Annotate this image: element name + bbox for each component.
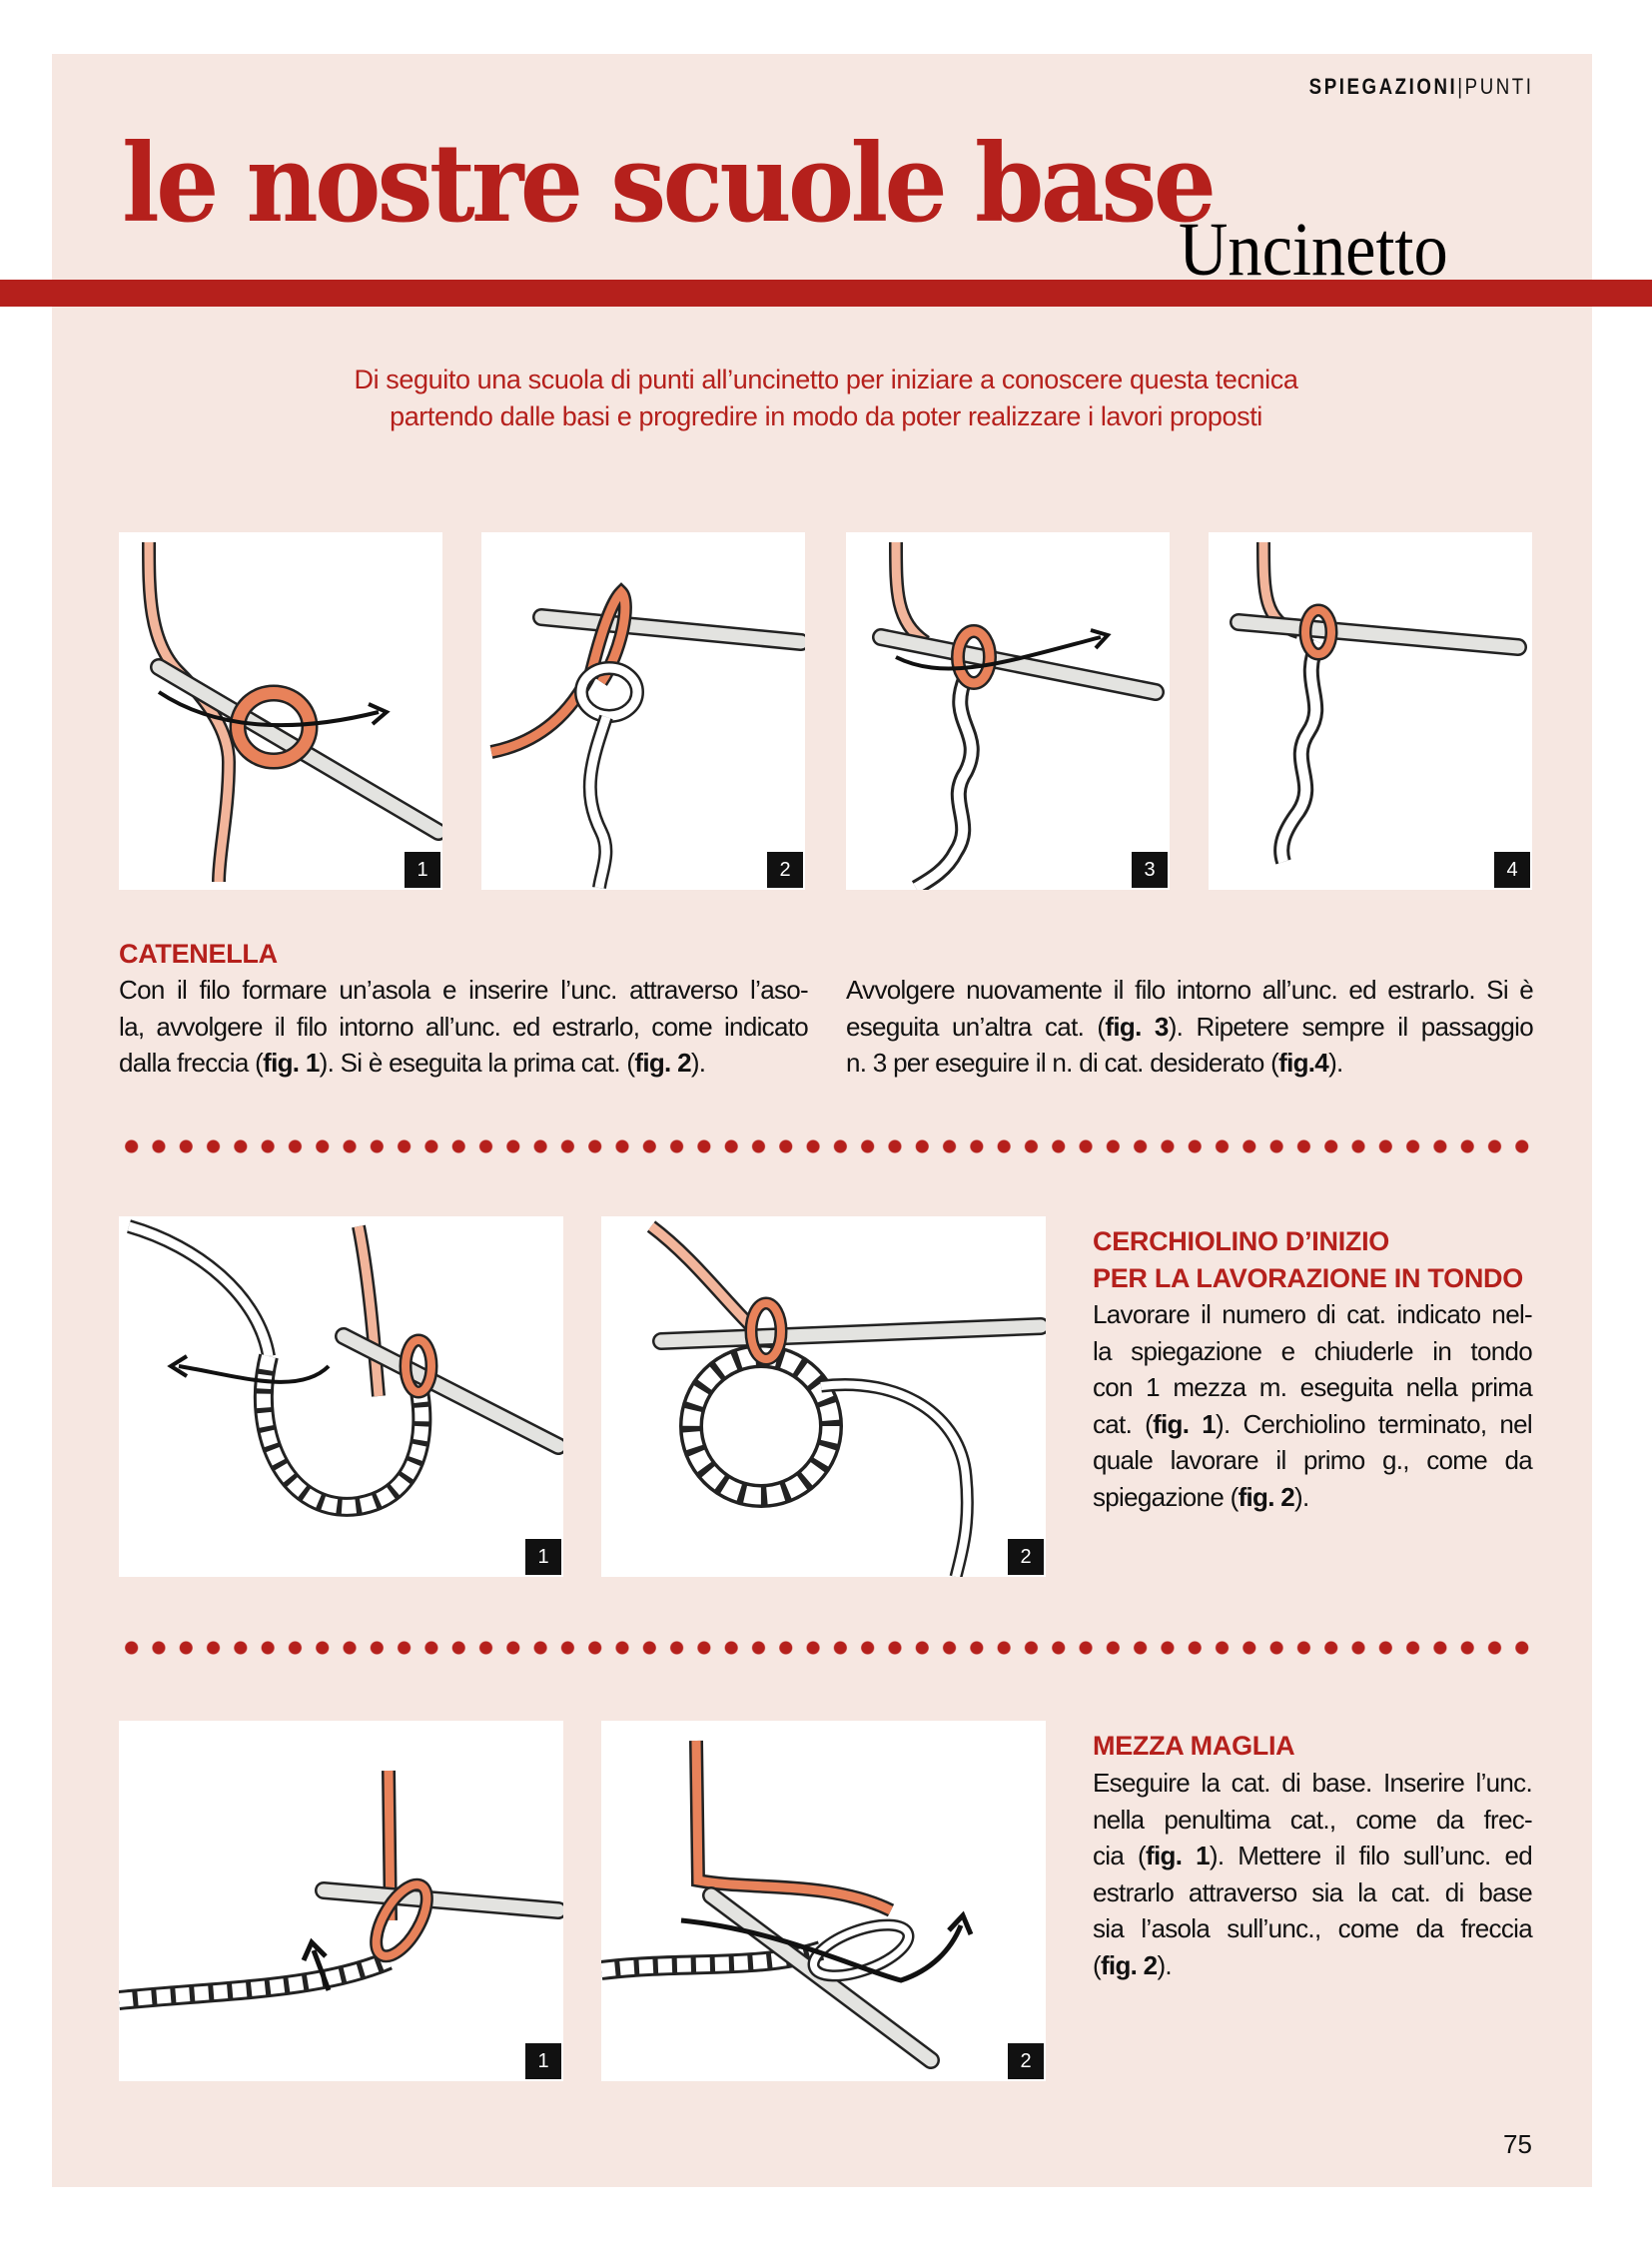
cerchiolino-text: Lavorare il numero di cat. indicato nel-… (1093, 1296, 1533, 1516)
figure-reference: fig. 1 (263, 1048, 320, 1078)
catenella-text-col1: Con il filo formare un’asola e inserire … (119, 972, 809, 1082)
figure-reference: fig. 2 (1100, 1949, 1158, 1980)
figure-number-badge: 2 (767, 852, 803, 888)
text-line: nella penultima cat., come da frec- (1093, 1802, 1533, 1839)
text-line: cia (fig. 1). Mettere il filo sull’unc. … (1093, 1838, 1533, 1874)
text-segment: Avvolgere nuovamente il filo intorno all… (846, 975, 1534, 1005)
figure-reference: fig. 2 (634, 1048, 691, 1078)
text-line: sia l’asola sull’unc., come da freccia (1093, 1910, 1533, 1947)
crochet-illustration (1230, 541, 1527, 865)
text-segment: cat. ( (1093, 1408, 1154, 1439)
text-line: n. 3 per eseguire il n. di cat. desidera… (846, 1045, 1533, 1082)
text-line: dalla freccia (fig. 1). Si è eseguita la… (119, 1045, 808, 1082)
kicker-bold: SPIEGAZIONI (1309, 74, 1458, 99)
figure-reference: fig. 1 (1153, 1408, 1217, 1439)
text-segment: ). (1294, 1481, 1309, 1512)
text-segment: Eseguire la cat. di base. Inserire l’unc… (1093, 1768, 1533, 1798)
crochet-illustration (872, 541, 1165, 890)
catenella-text-col2: Avvolgere nuovamente il filo intorno all… (846, 972, 1534, 1082)
text-segment: ). (1328, 1048, 1343, 1078)
intro-text: Di seguito una scuola di punti all’uncin… (0, 362, 1652, 435)
figure-number-badge: 4 (1494, 852, 1530, 888)
text-line: quale lavorare il primo g., come da (1093, 1442, 1533, 1479)
text-segment: sia l’asola sull’unc., come da freccia (1093, 1913, 1533, 1943)
section-heading-mezza-maglia: MEZZA MAGLIA (1093, 1731, 1295, 1761)
figure-mezza-maglia-1: 1 (119, 1721, 563, 2081)
intro-line: partendo dalle basi e progredire in modo… (390, 401, 1262, 431)
text-segment: eseguita un’altra cat. ( (846, 1011, 1106, 1042)
text-segment: la spiegazione e chiuderle in tondo (1093, 1335, 1533, 1366)
text-line: cat. (fig. 1). Cerchiolino terminato, ne… (1093, 1406, 1533, 1443)
crochet-illustration (142, 541, 442, 883)
text-line: Eseguire la cat. di base. Inserire l’unc… (1093, 1765, 1533, 1802)
kicker-separator: | (1457, 74, 1466, 99)
page-subtitle: Uncinetto (1179, 208, 1448, 292)
figure-number-badge: 3 (1132, 852, 1168, 888)
figure-catenella-1: 1 (119, 532, 442, 890)
text-line: Lavorare il numero di cat. indicato nel- (1093, 1296, 1533, 1333)
figure-cerchiolino-2: 2 (601, 1216, 1046, 1577)
section-heading-catenella: CATENELLA (119, 939, 278, 969)
text-line: eseguita un’altra cat. (fig. 3). Ripeter… (846, 1009, 1534, 1046)
text-segment: ). Cerchiolino terminato, nel (1216, 1408, 1533, 1439)
figure-catenella-3: 3 (846, 532, 1170, 890)
figure-number-badge: 1 (525, 2043, 561, 2079)
text-segment: ). Ripetere sempre il passaggio (1168, 1011, 1534, 1042)
crochet-illustration (489, 582, 805, 890)
figure-catenella-4: 4 (1209, 532, 1532, 890)
text-segment: Con il filo formare un’asola e inserire … (119, 975, 809, 1005)
figure-number-badge: 2 (1008, 1539, 1044, 1575)
text-line: estrarlo attraverso sia la cat. di base (1093, 1874, 1533, 1911)
text-line: la spiegazione e chiuderle in tondo (1093, 1333, 1533, 1370)
page-title: le nostre scuole base (122, 121, 1217, 247)
figure-mezza-maglia-2: 2 (601, 1721, 1046, 2081)
kicker-thin: PUNTI (1465, 74, 1534, 99)
crochet-illustration (601, 1740, 974, 2069)
figure-catenella-2: 2 (481, 532, 805, 890)
figure-reference: fig.4 (1278, 1048, 1329, 1078)
figure-reference: fig. 1 (1146, 1841, 1211, 1870)
text-line: spiegazione (fig. 2). (1093, 1479, 1532, 1516)
section-kicker: SPIEGAZIONI|PUNTI (1309, 74, 1534, 100)
figure-number-badge: 1 (525, 1539, 561, 1575)
crochet-illustration (646, 1220, 1046, 1577)
section-heading-cerchiolino: CERCHIOLINO D’INIZIO PER LA LAVORAZIONE … (1093, 1223, 1523, 1297)
figure-cerchiolino-1: 1 (119, 1216, 563, 1577)
dotted-divider (118, 1641, 1536, 1655)
text-segment: cia ( (1093, 1841, 1147, 1870)
text-segment: la, avvolgere il filo intorno all’unc. e… (119, 1011, 809, 1042)
text-segment: spiegazione ( (1093, 1481, 1239, 1512)
text-line: Con il filo formare un’asola e inserire … (119, 972, 809, 1009)
text-segment: Lavorare il numero di cat. indicato nel- (1093, 1299, 1533, 1329)
text-segment: ( (1093, 1949, 1102, 1980)
figure-reference: fig. 3 (1105, 1011, 1169, 1042)
page-number: 75 (1503, 2129, 1532, 2159)
figure-reference: fig. 2 (1238, 1481, 1295, 1512)
text-segment: con 1 mezza m. eseguita nella prima (1093, 1372, 1533, 1402)
text-segment: ). Si è eseguita la prima cat. ( (319, 1048, 635, 1078)
text-segment: dalla freccia ( (119, 1048, 264, 1078)
mezza-maglia-text: Eseguire la cat. di base. Inserire l’unc… (1093, 1765, 1533, 1984)
crochet-illustration (127, 1219, 563, 1517)
text-line: con 1 mezza m. eseguita nella prima (1093, 1369, 1533, 1406)
text-segment: estrarlo attraverso sia la cat. di base (1093, 1876, 1533, 1907)
dotted-divider (118, 1139, 1536, 1153)
crochet-illustration (119, 1770, 563, 2010)
text-line: la, avvolgere il filo intorno all’unc. e… (119, 1009, 809, 1046)
text-segment: ). (690, 1048, 706, 1078)
text-segment: quale lavorare il primo g., come da (1093, 1445, 1533, 1475)
text-segment: nella penultima cat., come da frec- (1093, 1804, 1533, 1835)
text-segment: ). (1157, 1949, 1172, 1980)
figure-number-badge: 1 (405, 852, 440, 888)
text-line: Avvolgere nuovamente il filo intorno all… (846, 972, 1534, 1009)
text-segment: n. 3 per eseguire il n. di cat. desidera… (846, 1048, 1279, 1078)
figure-number-badge: 2 (1008, 2043, 1044, 2079)
intro-line: Di seguito una scuola di punti all’uncin… (354, 365, 1298, 394)
heading-line: CERCHIOLINO D’INIZIO (1093, 1226, 1389, 1256)
text-segment: ). Mettere il filo sull’unc. ed (1209, 1841, 1533, 1870)
text-line: (fig. 2). (1093, 1947, 1532, 1984)
heading-line: PER LA LAVORAZIONE IN TONDO (1093, 1263, 1523, 1293)
title-bar (0, 280, 1652, 307)
